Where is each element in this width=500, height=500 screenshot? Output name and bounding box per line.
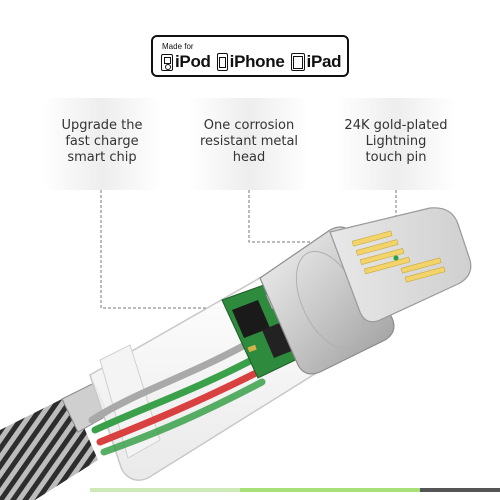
callout-gold-pin: 24K gold-plated Lightning touch pin xyxy=(336,98,456,190)
ipad-icon xyxy=(290,53,305,71)
callout-line: One corrosion xyxy=(203,118,295,133)
callout-line: resistant metal xyxy=(199,134,299,149)
device-ipod: iPod xyxy=(161,52,211,72)
made-for-label: Made for xyxy=(162,42,194,51)
bottom-accent-bar xyxy=(90,488,500,492)
callout-smart-chip: Upgrade the fast charge smart chip xyxy=(42,98,162,190)
internal-wires xyxy=(88,341,266,456)
braided-cable xyxy=(0,382,109,500)
callout-line: Upgrade the xyxy=(61,118,143,133)
callout-line: smart chip xyxy=(67,150,137,165)
device-label-ipad: iPad xyxy=(306,52,342,71)
device-list: iPod iPhone iPad xyxy=(161,52,342,72)
callout-line: touch pin xyxy=(365,150,427,165)
callout-line: fast charge xyxy=(65,134,139,149)
iphone-icon xyxy=(216,53,228,71)
device-label-iphone: iPhone xyxy=(229,52,285,71)
callout-line: Lightning xyxy=(365,134,427,149)
mfi-badge: Made for iPod iPhone iPad xyxy=(151,35,349,77)
gold-pins xyxy=(351,230,446,283)
callout-metal-head: One corrosion resistant metal head xyxy=(189,98,309,190)
device-iphone: iPhone xyxy=(216,52,285,72)
lightning-plug xyxy=(329,207,472,323)
ipod-icon xyxy=(161,53,173,71)
callout-line: 24K gold-plated xyxy=(344,118,448,133)
device-ipad: iPad xyxy=(290,52,342,72)
callout-line: head xyxy=(232,150,266,165)
device-label-ipod: iPod xyxy=(175,52,211,71)
pin-marker-dot xyxy=(393,255,399,261)
